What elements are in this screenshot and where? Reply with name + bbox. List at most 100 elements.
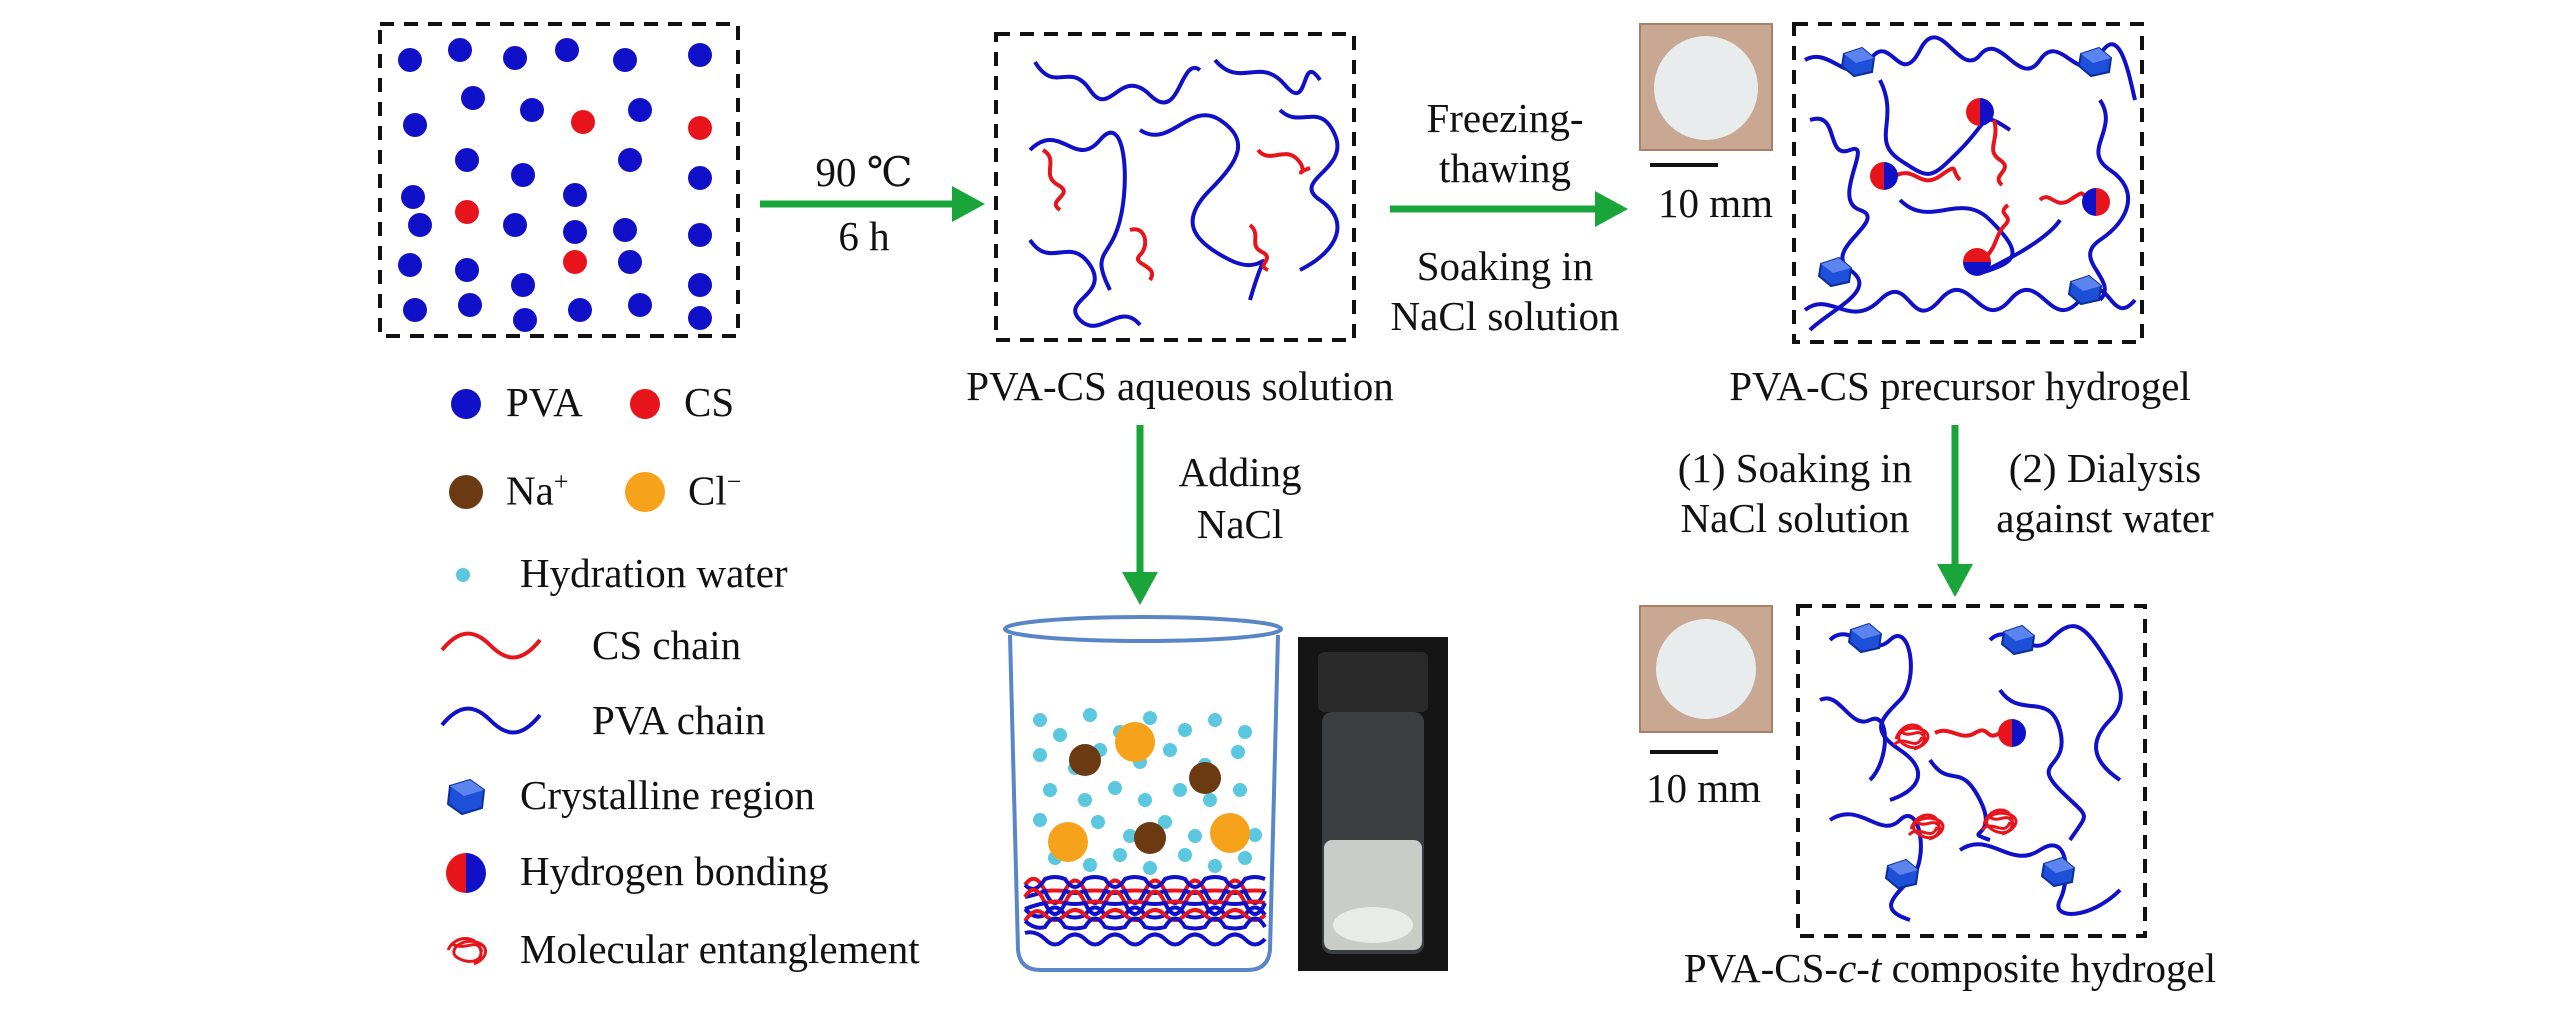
legend-na-text: Na bbox=[506, 467, 554, 514]
hydration-water-dot bbox=[1163, 743, 1177, 757]
crystalline-region-marker bbox=[2040, 856, 2076, 888]
pva-particle bbox=[511, 273, 535, 297]
pva-chain bbox=[1998, 688, 2086, 842]
pva-particle bbox=[455, 258, 479, 282]
pva-chain bbox=[1028, 130, 1127, 291]
hydration-water-dot bbox=[1078, 793, 1092, 807]
scale-bar-label-top: 10 mm bbox=[1658, 180, 1774, 226]
pva-chain bbox=[1278, 108, 1340, 272]
legend-entangle-label: Molecular entanglement bbox=[520, 926, 920, 972]
caption-composite-c: c bbox=[1838, 945, 1857, 991]
composite-markers bbox=[1847, 622, 2076, 890]
legend-pva-chain-icon bbox=[440, 706, 542, 735]
pva-particle bbox=[520, 98, 544, 122]
cs-chain bbox=[1256, 148, 1311, 175]
pva-precipitate-chain bbox=[1024, 930, 1267, 947]
legend-cs-label: CS bbox=[684, 379, 735, 425]
pva-chain bbox=[1878, 79, 2012, 176]
soak-step-label-2: NaCl solution bbox=[1680, 495, 1910, 541]
pva-chain bbox=[1808, 116, 1870, 332]
cs-chain bbox=[1991, 119, 2007, 187]
pva-particle bbox=[628, 98, 652, 122]
dialysis-label-2: against water bbox=[1996, 495, 2214, 541]
hydration-water-dot bbox=[1083, 858, 1097, 872]
hydration-water-dot bbox=[1113, 848, 1127, 862]
pva-particle bbox=[688, 43, 712, 67]
pva-precipitate-chain bbox=[1024, 888, 1267, 905]
legend-cs-chain-label: CS chain bbox=[592, 622, 742, 668]
hydration-water-dot bbox=[1033, 748, 1047, 762]
pva-particle bbox=[448, 38, 472, 62]
hydrogen-bond-marker bbox=[2082, 188, 2110, 216]
legend-na-charge: + bbox=[553, 467, 569, 496]
pva-particle bbox=[398, 48, 422, 72]
pva-chain bbox=[1898, 198, 2062, 274]
hydration-water-dot bbox=[1158, 815, 1172, 829]
cs-particle bbox=[571, 110, 595, 134]
caption-composite-prefix: PVA-CS- bbox=[1683, 945, 1839, 991]
cl-ion bbox=[1210, 813, 1250, 853]
cs-chain bbox=[1894, 166, 1962, 183]
legend-na-dot bbox=[449, 475, 483, 509]
pva-particle bbox=[403, 113, 427, 137]
caption-solution: PVA-CS aqueous solution bbox=[966, 363, 1394, 409]
legend-entangle-icon bbox=[446, 937, 487, 966]
caption-composite-t: t bbox=[1869, 945, 1882, 991]
pva-particle bbox=[555, 38, 579, 62]
pva-particle bbox=[613, 48, 637, 72]
hydration-water-dot bbox=[1123, 829, 1137, 843]
hydration-water-dot bbox=[1231, 745, 1245, 759]
crystalline-region-marker bbox=[1884, 858, 1920, 890]
pva-particle bbox=[613, 218, 637, 242]
dialysis-label-1: (2) Dialysis bbox=[2008, 445, 2202, 491]
solution-chains bbox=[1028, 58, 1340, 328]
hydration-water-dot bbox=[1188, 829, 1202, 843]
beaker bbox=[1003, 615, 1283, 972]
na-ion bbox=[1069, 744, 1101, 776]
pva-chain bbox=[1958, 842, 2122, 916]
caption-precursor: PVA-CS precursor hydrogel bbox=[1729, 363, 2191, 409]
entanglement-marker bbox=[1907, 813, 1945, 841]
hydration-water-dot bbox=[1203, 793, 1217, 807]
pva-particle bbox=[618, 148, 642, 172]
cl-ion bbox=[1048, 822, 1088, 862]
na-ion bbox=[1189, 762, 1221, 794]
cs-chain bbox=[1129, 227, 1154, 282]
pva-precipitate-chain bbox=[1023, 916, 1267, 931]
hydration-water-dot bbox=[1238, 851, 1252, 865]
hydrogen-bond-marker bbox=[1998, 719, 2026, 747]
hydration-water-dot bbox=[1208, 859, 1222, 873]
crystalline-region-marker bbox=[1847, 622, 1883, 654]
soak-label-2: NaCl solution bbox=[1390, 293, 1620, 339]
legend-crystal-label: Crystalline region bbox=[520, 772, 815, 818]
legend-cl-dot bbox=[625, 472, 665, 512]
pva-chain bbox=[1213, 58, 1322, 95]
panel-composite bbox=[1796, 604, 2147, 938]
legend-hbond-label: Hydrogen bonding bbox=[520, 848, 829, 894]
hydration-water-dot bbox=[1173, 783, 1187, 797]
pva-particle bbox=[688, 223, 712, 247]
pva-particle bbox=[461, 86, 485, 110]
hydrogen-bond-marker bbox=[1966, 98, 1994, 126]
pva-particle bbox=[511, 163, 535, 187]
legend-water-label: Hydration water bbox=[520, 550, 788, 596]
cs-particle bbox=[455, 200, 479, 224]
hydrogen-bond-marker bbox=[1870, 162, 1898, 190]
legend-cl-label: Cl− bbox=[688, 466, 741, 516]
hydrogen-bond-marker bbox=[1963, 248, 1991, 276]
hydration-water-dot bbox=[1178, 723, 1192, 737]
pva-particle bbox=[628, 293, 652, 317]
pva-precipitate-chain bbox=[1023, 875, 1266, 891]
pva-particle bbox=[398, 253, 422, 277]
caption-composite-suffix: composite hydrogel bbox=[1881, 945, 2217, 991]
freeze-label-1: Freezing- bbox=[1426, 95, 1584, 141]
heat-time-label: 6 h bbox=[838, 213, 890, 259]
pva-particle bbox=[455, 148, 479, 172]
panel-precursor bbox=[1792, 22, 2144, 344]
pva-particle bbox=[458, 293, 482, 317]
soak-label-1: Soaking in bbox=[1416, 243, 1594, 289]
hydration-water-dot bbox=[1138, 793, 1152, 807]
sample-photo-top bbox=[1639, 23, 1773, 167]
legend-crystal-icon bbox=[446, 778, 486, 816]
sample-photo-bottom bbox=[1639, 605, 1773, 754]
